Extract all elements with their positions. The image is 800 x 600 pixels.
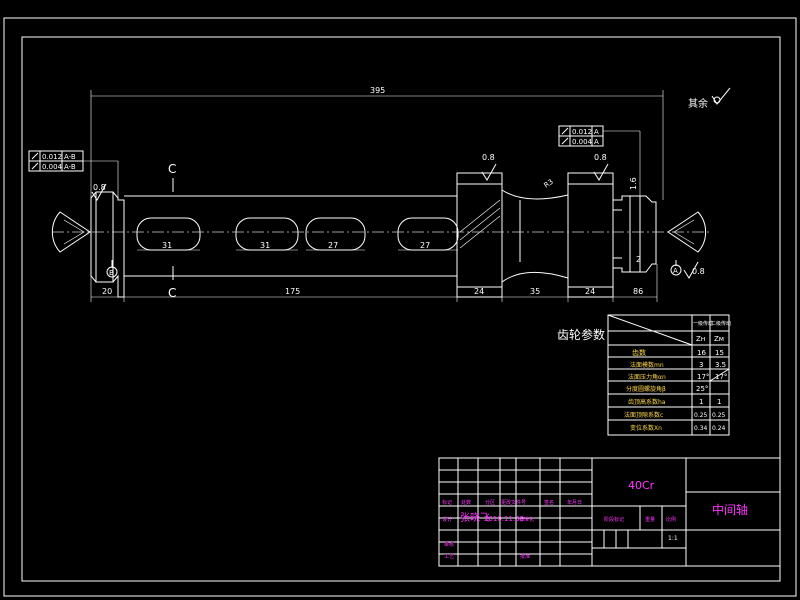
gear-row-2-v2: 3.5 [715,361,726,369]
keyway-3-length: 27 [328,241,338,250]
gear-row-0-v1: Zн [696,335,705,343]
gear-row-2-v1: 3 [699,361,703,369]
dim-gear2-width: 24 [585,287,595,296]
tol-left-2-value: 0.004 [42,163,63,171]
gear-row-6-label: 法面顶隙系数c [624,411,663,419]
gear-col-head-1: 一级传动 [693,320,713,327]
dim-left-segment: 20 [102,287,112,296]
tb-label-mark: 标记 [442,499,452,506]
tol-right-1-value: 0.012 [572,128,592,136]
tolerance-frame-right [558,125,641,196]
tb-label-change: 更改文件号 [501,499,526,506]
gear-row-5-label: 齿顶高系数ha [628,398,666,406]
gear-row-6-v1: 0.25 [694,412,708,419]
shaft-outline [90,172,657,298]
tol-right-1-ref: A [594,128,599,136]
gear-row-1-v2: 15 [715,349,724,357]
tb-check-label: 审核 [444,541,454,548]
section-letter-top: C [168,162,176,176]
tb-weight-label: 重量 [645,516,655,523]
datum-markers [106,260,682,278]
gear-row-3-v1: 17° [697,373,709,381]
section-markers: C C [168,162,176,300]
gear-row-4-v1: 25° [696,385,708,393]
chamfer-r3: R3 [543,178,555,190]
gear-row-7-v1: 0.34 [694,425,708,432]
tb-std-label: 标准化 [519,516,534,523]
gear-row-1-label: 齿数 [632,348,646,357]
datum-a-label: A [673,267,678,275]
gear-row-4-label: 分度圆螺旋角β [626,385,666,393]
tb-label-zone: 分区 [485,499,495,506]
keyways [136,217,459,251]
gear-col-head-2: 二级传动 [711,320,731,327]
roughness-right: 0.8 [692,267,705,276]
gear-row-0-v2: Zм [714,335,724,343]
dimension-lines [90,90,664,302]
gear-row-7-v2: 0.24 [712,425,726,432]
roughness-left: 0.8 [93,183,106,192]
tb-label-date: 年月日 [567,499,582,506]
tol-right-2-ref: A [594,138,599,146]
tb-design-date: 2010.11.30 [484,515,524,523]
gear-row-3-v2: 17° [715,373,727,381]
dim-gear1-width: 24 [474,287,484,296]
tb-scale-value: 1:1 [668,535,678,542]
tb-stage-label: 阶段标记 [604,516,624,523]
dim-right-segment: 86 [633,287,643,296]
tb-approve-label: 批准 [520,553,530,560]
gear-row-5-v1: 1 [699,398,703,406]
section-letter-bottom: C [168,286,176,300]
keyway-2-length: 31 [260,241,270,250]
gear-row-3-label: 法面压力角αn [628,373,666,381]
dim-total-length: 395 [370,86,385,95]
roughness-symbols [91,87,731,279]
dim-neck-length: 35 [530,287,540,296]
gear-row-5-v2: 1 [717,398,721,406]
tol-left-2-ref: A-B [64,163,76,171]
datum-b-label: B [109,269,114,277]
keyway-1-length: 31 [162,241,172,250]
center-hole-left [51,211,91,253]
tol-left-1-ref: A-B [64,153,76,161]
material-text: 40Cr [628,479,655,492]
tb-process-label: 工艺 [444,554,454,560]
tb-designer-name: 张晓飞 [460,512,490,524]
tol-right-2-value: 0.004 [572,138,593,146]
gear-params-table [607,314,730,436]
dim-main-segment: 175 [285,287,300,296]
gear-row-2-label: 法面模数mn [630,361,664,369]
tolerance-frame-left [28,150,119,198]
tb-label-sign: 签名 [544,499,554,506]
dim-small-2: 2 [636,255,641,264]
part-name-text: 中间轴 [712,502,748,517]
gear-params-label: 齿轮参数 [557,327,605,342]
tb-scale-label: 比例 [666,516,676,523]
gear-row-1-v1: 16 [697,349,706,357]
roughness-gear2: 0.8 [594,153,607,162]
others-roughness-label: 其余 [688,97,708,110]
title-block [438,457,781,567]
tol-left-1-value: 0.012 [42,153,62,161]
roughness-gear1: 0.8 [482,153,495,162]
gear-row-7-label: 变位系数Xn [630,424,662,432]
outer-border [3,17,797,597]
tb-label-count: 处数 [461,499,471,506]
center-hole-right [667,211,707,253]
tb-designer-label: 设计 [442,516,452,523]
keyway-4-length: 27 [420,241,430,250]
gear-row-6-v2: 0.25 [712,412,726,419]
roughness-right-vertical: 1.6 [629,177,638,190]
inner-border [21,36,781,582]
